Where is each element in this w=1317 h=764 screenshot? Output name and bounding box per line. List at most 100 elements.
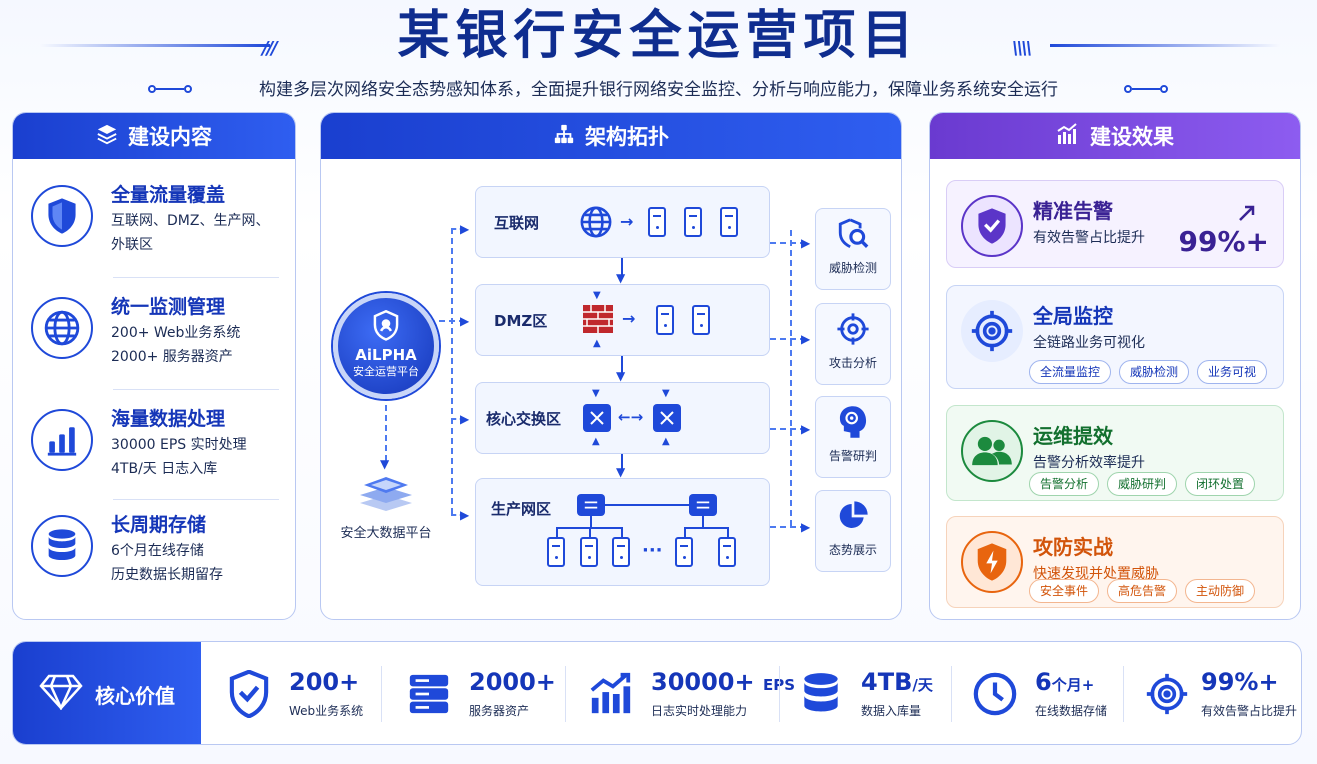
zone-link [621, 356, 623, 376]
switch-link [605, 504, 689, 506]
shield-icon [31, 185, 93, 247]
metric-value: 6 [1035, 667, 1052, 696]
divider [951, 666, 952, 722]
metric-servers: 2000+服务器资产 [403, 642, 556, 744]
platform-subtitle: 安全运营平台 [353, 365, 419, 378]
effect-card-title: 攻防实战 [1033, 535, 1113, 559]
content-item-line: 4TB/天 日志入库 [111, 461, 218, 477]
zone-link [621, 258, 623, 278]
globe-icon [579, 205, 613, 243]
content-item-storage: 长周期存储 6个月在线存储历史数据长期留存 [31, 505, 279, 617]
metric-value: 30000+ [651, 667, 755, 696]
shield-lightning-icon [961, 531, 1023, 593]
link [684, 527, 686, 537]
zone-core [475, 382, 770, 454]
server-icon [403, 668, 455, 720]
link [770, 242, 806, 244]
side-item-attack-analysis: 攻击分析 [815, 303, 891, 385]
effect-card-desc: 全链路业务可视化 [1033, 335, 1145, 351]
platform-zone-link [451, 228, 453, 514]
effect-tag: 业务可视 [1197, 360, 1268, 384]
clock-icon [969, 668, 1021, 720]
metric-unit: 个月+ [1051, 675, 1095, 694]
content-item-line: 200+ Web业务系统 [111, 325, 241, 341]
topology-icon [553, 123, 575, 150]
link [621, 527, 623, 537]
effect-card-ops-efficiency: 运维提效 告警分析效率提升 告警分析 威胁研判 闭环处置 [946, 405, 1284, 501]
server-icon [718, 537, 736, 567]
link [589, 527, 591, 537]
effect-card-desc: 快速发现并处置威胁 [1033, 566, 1159, 582]
effect-tag: 威胁检测 [1119, 360, 1190, 384]
growth-chart-icon [1056, 122, 1080, 150]
content-item-title: 长周期存储 [111, 514, 207, 536]
effect-tag: 安全事件 [1029, 579, 1100, 603]
effect-card-desc: 告警分析效率提升 [1033, 455, 1145, 471]
subtitle-decoration-left [148, 85, 192, 93]
arrow-right: ▶ [460, 222, 470, 236]
shield-check-icon [223, 668, 275, 720]
metric-unit: EPS [762, 675, 796, 694]
metric-label: Web业务系统 [289, 703, 364, 718]
zone-dmz-label: DMZ区 [494, 312, 548, 330]
architecture-title: 架构拓扑 [585, 125, 669, 149]
divider [779, 666, 780, 722]
zone-internet-label: 互联网 [494, 214, 540, 232]
content-item-line: 历史数据长期留存 [111, 567, 223, 583]
server-icon [656, 305, 674, 335]
content-item-title: 全量流量覆盖 [111, 184, 226, 206]
arrow-right: ▶ [801, 332, 811, 346]
link [684, 527, 728, 529]
switch-icon [689, 494, 717, 516]
effect-tag: 告警分析 [1029, 472, 1100, 496]
globe-icon [31, 297, 93, 359]
effect-card-desc: 有效告警占比提升 [1033, 230, 1145, 246]
divider [113, 277, 279, 278]
link [451, 418, 465, 420]
arrow-down: ▼ [593, 290, 601, 301]
switch-icon [653, 404, 681, 432]
divider [1123, 666, 1124, 722]
threat-detect-icon [816, 209, 890, 259]
arrow-down: ▼ [616, 369, 626, 383]
arrow-up: ▲ [593, 338, 601, 349]
server-icon [648, 207, 666, 237]
core-value-header: 核心价值 [13, 642, 201, 744]
effect-tag: 主动防御 [1185, 579, 1256, 603]
effects-header: 建设效果 [930, 113, 1300, 159]
arrow-right: ▶ [801, 422, 811, 436]
bigdata-platform-icon [356, 473, 416, 513]
title-slash-left: /// [262, 38, 278, 59]
side-item-situation-display: 态势展示 [815, 490, 891, 572]
page-title: 某银行安全运营项目 [397, 6, 920, 66]
link [727, 527, 729, 537]
target-icon [1141, 668, 1193, 720]
server-icon [675, 537, 693, 567]
construction-content-header: 建设内容 [13, 113, 295, 159]
more-icon: ··· [642, 540, 663, 561]
zone-production-label: 生产网区 [491, 500, 552, 518]
link [702, 516, 704, 528]
pie-chart-icon [816, 491, 890, 541]
arrow-up: ▲ [662, 436, 670, 447]
content-item-line: 30000 EPS 实时处理 [111, 437, 247, 453]
effect-card-title: 精准告警 [1033, 199, 1113, 223]
arrow-right: ▶ [801, 236, 811, 250]
database-icon [31, 515, 93, 577]
arrow-right-icon: → [620, 212, 634, 231]
effect-tag: 威胁研判 [1107, 472, 1178, 496]
layers-icon [96, 123, 118, 150]
arrow-down: ▼ [380, 457, 390, 471]
switch-icon [583, 404, 611, 432]
effects-title: 建设效果 [1090, 125, 1174, 149]
side-item-label: 态势展示 [828, 543, 877, 557]
title-slash-right: \\\\ [1012, 38, 1032, 59]
content-item-line: 6个月在线存储 [111, 543, 204, 559]
brain-icon [816, 397, 890, 447]
metric-value: 99%+ [1201, 667, 1279, 696]
zone-link [621, 454, 623, 472]
architecture-header: 架构拓扑 [321, 113, 901, 159]
link [770, 526, 806, 528]
arrow-up: ▲ [592, 436, 600, 447]
